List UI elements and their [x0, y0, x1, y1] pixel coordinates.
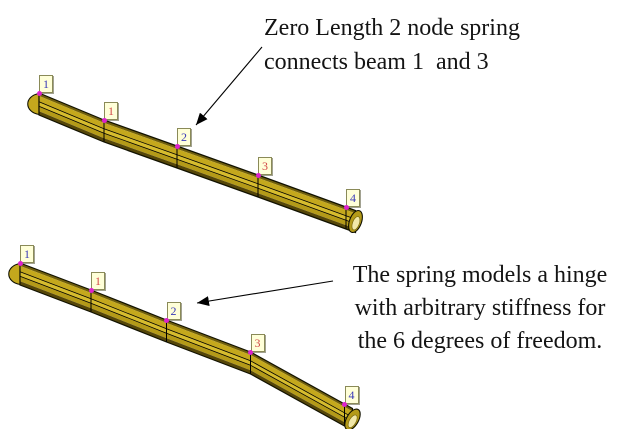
- node-dot: [343, 204, 349, 210]
- element-label: 3: [250, 334, 265, 352]
- node-dot: [17, 260, 23, 266]
- annotation-top-line-2: connects beam 1 and 3: [264, 49, 489, 75]
- annotation-bottom-line-2: with arbitrary stiffness for: [354, 295, 606, 321]
- node-dot: [255, 172, 261, 178]
- element-label: 1: [91, 272, 105, 290]
- beam-top: [27, 92, 363, 234]
- node-dot: [101, 117, 107, 123]
- node-dot: [164, 317, 169, 323]
- node-dot: [342, 401, 347, 407]
- annotation-bottom-line-3: the 6 degrees of freedom.: [357, 328, 603, 354]
- beam-bottom: [8, 262, 361, 429]
- element-label: 3: [258, 157, 272, 175]
- annotation-arrow-top: [195, 46, 263, 126]
- annotation-arrow-bottom: [196, 280, 334, 307]
- node-label: 2: [166, 302, 181, 320]
- node-dot: [36, 90, 42, 96]
- node-label: 1: [20, 245, 34, 263]
- annotation-top-line-1: Zero Length 2 node spring: [264, 15, 520, 41]
- node-label: 1: [39, 75, 53, 93]
- node-dot: [88, 287, 94, 293]
- node-label: 2: [177, 128, 191, 146]
- annotation-bottom: The spring models a hinge with arbitrary…: [330, 259, 630, 358]
- node-label: 4: [346, 189, 360, 207]
- node-label: 4: [344, 386, 359, 404]
- annotation-top: Zero Length 2 node spring connects beam …: [264, 11, 564, 79]
- annotation-bottom-line-1: The spring models a hinge: [352, 262, 608, 288]
- element-label: 1: [104, 102, 118, 120]
- node-dot: [174, 143, 180, 149]
- node-dot: [248, 349, 253, 355]
